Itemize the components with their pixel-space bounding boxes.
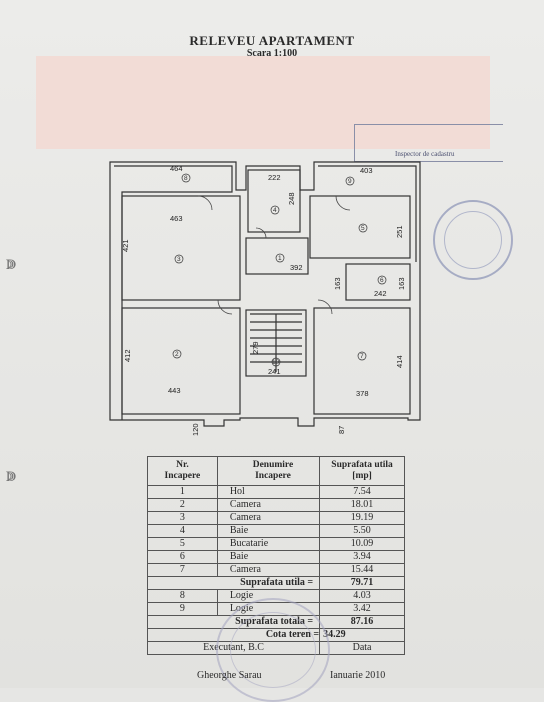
dim-label: 463 [170, 214, 183, 223]
cell-name: Camera [216, 498, 321, 512]
cell-name: Baie [216, 550, 321, 564]
date-label: Data [319, 641, 405, 655]
cell-name: Baie [216, 524, 321, 538]
dim-label: 378 [356, 389, 369, 398]
page-title: RELEVEU APARTAMENT [189, 33, 355, 48]
signature-date: Ianuarie 2010 [330, 670, 386, 681]
cell-nr: 1 [147, 485, 218, 499]
cell-name: Hol [216, 485, 321, 499]
cell-name: Bucatarie [216, 537, 321, 551]
room-number: 9 [348, 178, 352, 185]
cell-area: 15.44 [319, 563, 405, 577]
useful-area-value: 79.71 [319, 576, 405, 590]
scale-label: Scara 1:100 [246, 48, 298, 59]
cell-nr: 4 [147, 524, 218, 538]
room-number: 7 [360, 353, 364, 360]
land-share-value: 34.29 [319, 628, 405, 642]
dim-label: 403 [360, 166, 373, 175]
dim-label: 248 [287, 192, 296, 205]
dim-label: 120 [191, 423, 200, 436]
dim-label: 412 [123, 349, 132, 362]
header-area: Suprafata utila[mp] [319, 456, 405, 486]
dim-label: 279 [251, 341, 260, 354]
room-number: 8 [184, 175, 188, 182]
cell-nr: 8 [147, 589, 218, 603]
cell-area: 10.09 [319, 537, 405, 551]
cell-nr: 5 [147, 537, 218, 551]
dim-label: 464 [170, 164, 183, 173]
cell-nr: 3 [147, 511, 218, 525]
cell-area: 4.03 [319, 589, 405, 603]
cell-name: Camera [216, 563, 321, 577]
cell-area: 7.54 [319, 485, 405, 499]
punch-hole-icon: ↇ [6, 470, 17, 485]
dim-label: 163 [333, 277, 342, 290]
redacted-block [36, 56, 490, 149]
dim-label: 421 [121, 239, 130, 252]
signature-name: Gheorghe Sarau [197, 670, 262, 681]
room-number: 10 [272, 359, 280, 366]
dim-label: 242 [374, 289, 387, 298]
room-number: 6 [380, 277, 384, 284]
round-seal-bottom [216, 598, 330, 702]
round-seal-right [433, 200, 513, 280]
dim-label: 443 [168, 386, 181, 395]
cell-area: 3.94 [319, 550, 405, 564]
room-number: 1 [278, 255, 282, 262]
total-area-value: 87.16 [319, 615, 405, 629]
useful-area-row: Suprafata utila =79.71 [146, 576, 405, 590]
cell-name: Camera [216, 511, 321, 525]
cell-area: 18.01 [319, 498, 405, 512]
cell-nr: 6 [147, 550, 218, 564]
dim-label: 163 [397, 277, 406, 290]
dim-label: 222 [268, 173, 281, 182]
dim-label: 414 [395, 355, 404, 368]
room-number: 3 [177, 256, 181, 263]
room-number: 2 [175, 351, 179, 358]
inspector-stamp-text: Inspector de cadastru [395, 150, 455, 158]
cell-nr: 2 [147, 498, 218, 512]
cell-area: 3.42 [319, 602, 405, 616]
cell-nr: 7 [147, 563, 218, 577]
dim-label: 241 [268, 367, 281, 376]
room-number: 4 [273, 207, 277, 214]
inspector-stamp [354, 124, 503, 162]
room-number: 5 [361, 225, 365, 232]
cell-area: 19.19 [319, 511, 405, 525]
cell-nr: 9 [147, 602, 218, 616]
cell-area: 5.50 [319, 524, 405, 538]
header-nr: Nr.Incapere [147, 456, 218, 486]
useful-area-label: Suprafata utila = [146, 576, 321, 590]
dim-label: 392 [290, 263, 303, 272]
punch-hole-icon: ↇ [6, 258, 17, 273]
dim-label: 251 [395, 225, 404, 238]
dim-label: 87 [337, 426, 346, 434]
